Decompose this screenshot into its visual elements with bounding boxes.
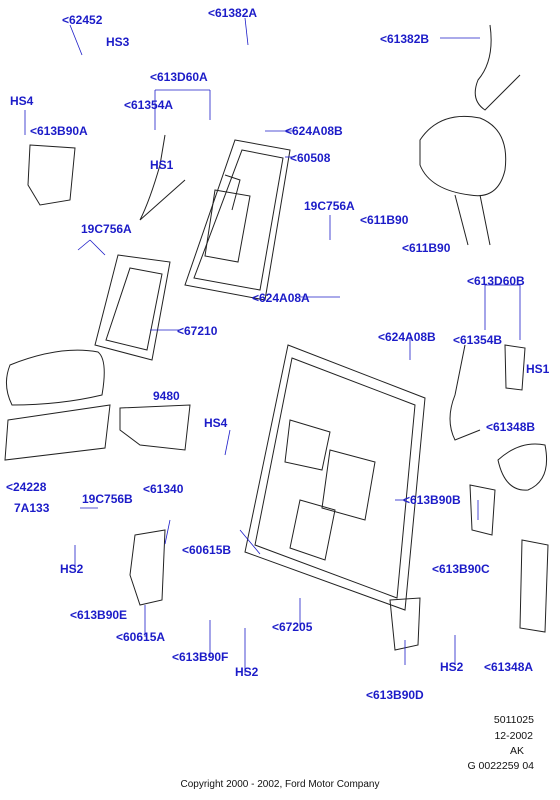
label-611B90-a: <611B90: [360, 213, 409, 227]
label-hs2-a: HS2: [60, 562, 84, 576]
label-613D60B: <613D60B: [467, 274, 525, 288]
label-624A08A: <624A08A: [252, 291, 310, 305]
cable-61354A: [139, 134, 186, 221]
label-hs1-b: HS1: [526, 362, 550, 376]
label-624A08B-b: <624A08B: [378, 330, 436, 344]
panel-67205: [244, 344, 426, 611]
seat-back-frame-60508: [184, 139, 291, 301]
headrest: [419, 115, 507, 246]
label-613B90E: <613B90E: [70, 608, 128, 622]
label-19C756A-a: 19C756A: [304, 199, 355, 213]
pad-67210: [94, 254, 171, 361]
bracket-9480: [119, 404, 191, 451]
label-613B90A: <613B90A: [30, 124, 88, 138]
label-19C756B: 19C756B: [82, 492, 133, 506]
bracket-613B90E: [129, 529, 166, 606]
reference-number: 5011025: [493, 714, 534, 726]
reference-illustration-id: G 0022259 04: [467, 760, 534, 772]
label-hs4-b: HS4: [204, 416, 228, 430]
bracket-613B90C: [469, 484, 496, 536]
label-61340: <61340: [143, 482, 184, 496]
label-613B90D: <613B90D: [366, 688, 424, 702]
label-62452: <62452: [62, 13, 103, 27]
label-624A08B-a: <624A08B: [285, 124, 343, 138]
reference-code: AK: [509, 745, 524, 757]
label-hs2-b: HS2: [235, 665, 259, 679]
label-hs2-c: HS2: [440, 660, 464, 674]
label-61382A: <61382A: [208, 6, 258, 20]
label-613B90F: <613B90F: [172, 650, 229, 664]
cushion-24228: [4, 349, 111, 461]
label-hs4-a: HS4: [10, 94, 34, 108]
label-60615A: <60615A: [116, 630, 166, 644]
label-60615B: <60615B: [182, 543, 232, 557]
bracket-613B90D: [389, 597, 421, 651]
label-61348B: <61348B: [486, 420, 536, 434]
label-hs3: HS3: [106, 35, 130, 49]
label-67205: <67205: [272, 620, 313, 634]
label-19C756A-b: 19C756A: [81, 222, 132, 236]
label-61382B: <61382B: [380, 32, 430, 46]
reference-date: 12-2002: [494, 730, 533, 742]
cover-61348B: [497, 443, 548, 491]
label-613B90C: <613B90C: [432, 562, 490, 576]
label-613B90B: <613B90B: [403, 493, 461, 507]
copyright-notice: Copyright 2000 - 2002, Ford Motor Compan…: [180, 779, 380, 790]
label-611B90-b: <611B90: [402, 241, 451, 255]
cable-61382B: [474, 24, 521, 111]
bracket-613B90A: [27, 144, 76, 206]
label-613D60A: <613D60A: [150, 70, 208, 84]
label-67210: <67210: [177, 324, 218, 338]
bracket-613D60B: [504, 344, 526, 391]
label-hs1-a: HS1: [150, 158, 174, 172]
label-61348A: <61348A: [484, 660, 534, 674]
label-24228: <24228: [6, 480, 47, 494]
label-7A133: 7A133: [14, 501, 50, 515]
cover-61348A: [519, 539, 549, 633]
label-61354B: <61354B: [453, 333, 503, 347]
cable-61354B: [449, 344, 481, 441]
label-61354A: <61354A: [124, 98, 174, 112]
label-60508: <60508: [290, 151, 331, 165]
label-9480: 9480: [153, 389, 180, 403]
